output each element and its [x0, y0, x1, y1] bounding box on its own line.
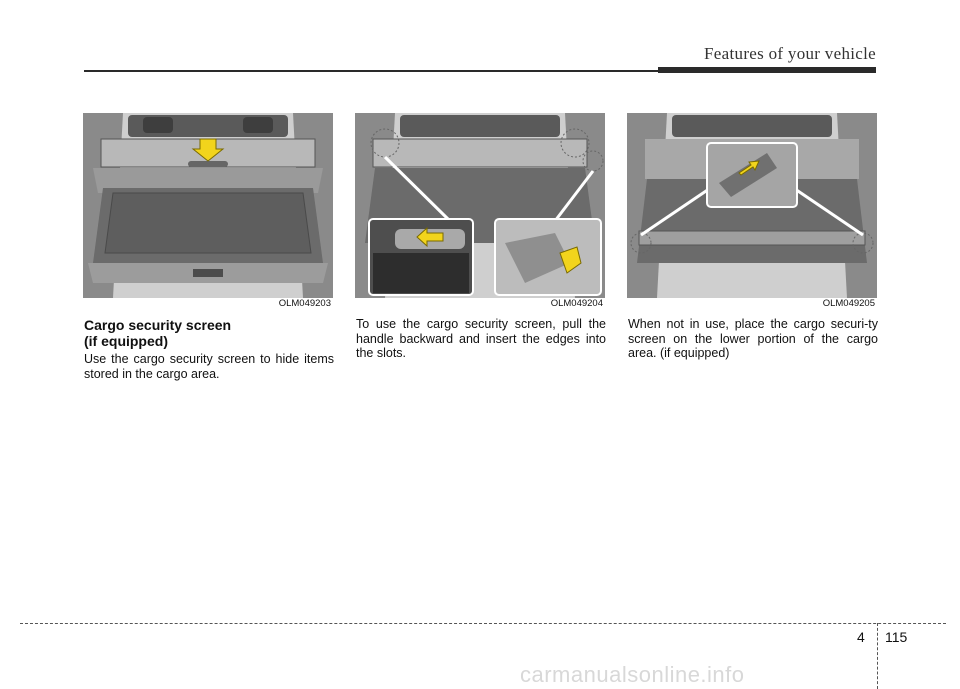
figure-cargo-screen-insert: OLM049204 — [355, 113, 605, 310]
figure-cargo-screen-stowed: OLM049205 — [627, 113, 877, 310]
chapter-number: 4 — [857, 629, 865, 645]
section-title: Features of your vehicle — [704, 44, 876, 63]
figure-code: OLM049205 — [822, 298, 875, 309]
paragraph-install: To use the cargo security screen, pull t… — [356, 317, 606, 360]
section-heading: Cargo security screen (if equipped) — [84, 317, 232, 349]
paragraph-stow: When not in use, place the cargo securi-… — [628, 317, 878, 360]
cargo-area-illustration — [83, 113, 333, 298]
figure-code: OLM049204 — [550, 298, 603, 309]
figure-cargo-screen-closed: OLM049203 — [83, 113, 333, 310]
header-rule-accent — [658, 67, 876, 73]
cargo-screen-stowed-illustration — [627, 113, 877, 298]
page-number-divider — [877, 623, 878, 689]
cargo-screen-insert-illustration — [355, 113, 605, 298]
figure-code: OLM049203 — [278, 298, 331, 309]
watermark: carmanualsonline.info — [520, 662, 745, 687]
paragraph-intro: Use the cargo security screen to hide it… — [84, 352, 334, 381]
header-rule — [84, 70, 876, 72]
page-number: 115 — [885, 629, 908, 645]
footer-rule — [20, 623, 946, 624]
